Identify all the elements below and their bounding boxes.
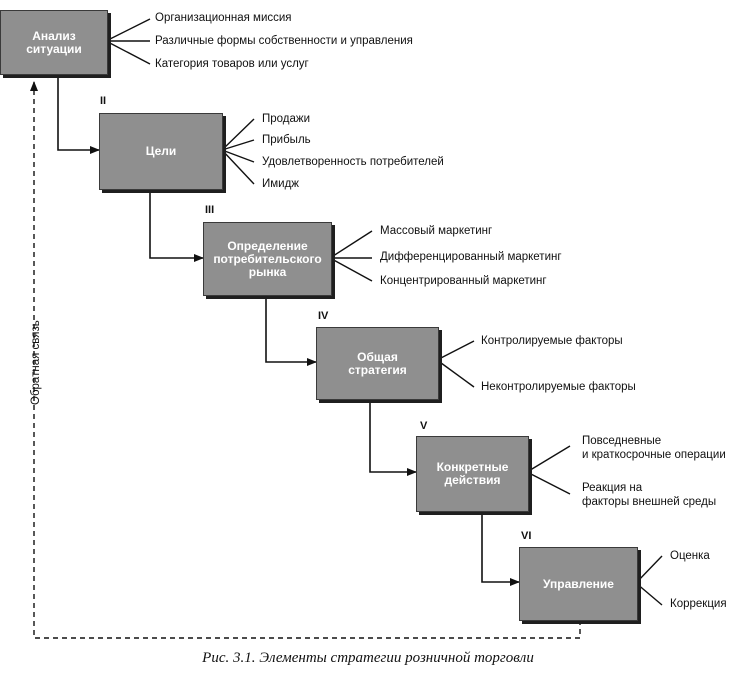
flow-arrow-1-2 bbox=[57, 73, 100, 154]
figure-caption: Рис. 3.1. Элементы стратегии розничной т… bbox=[202, 650, 534, 666]
feedback-label: Обратная связь bbox=[30, 320, 42, 405]
stage3-item-3: Концентрированный маркетинг bbox=[380, 275, 547, 287]
fan-lines-stage-2 bbox=[221, 118, 255, 185]
stage6-item-1: Оценка bbox=[670, 550, 710, 562]
fan-lines-stage-3 bbox=[329, 230, 373, 282]
stage4-item-2: Неконтролируемые факторы bbox=[481, 381, 636, 393]
stage3-item-2: Дифференцированный маркетинг bbox=[380, 251, 562, 263]
stage2-item-2: Прибыль bbox=[262, 134, 311, 146]
flow-arrow-3-4 bbox=[265, 295, 317, 366]
stage-box-actions: Конкретные действия bbox=[416, 436, 529, 512]
stage-box-strategy: Общая стратегия bbox=[316, 327, 439, 400]
stage6-item-2: Коррекция bbox=[670, 598, 727, 610]
flow-arrow-2-3 bbox=[149, 189, 204, 262]
stage2-number: II bbox=[100, 95, 107, 107]
stage4-item-1: Контролируемые факторы bbox=[481, 335, 623, 347]
stage2-item-3: Удовлетворенность потребителей bbox=[262, 156, 444, 168]
feedback-loop bbox=[30, 81, 581, 639]
flow-arrow-5-6 bbox=[481, 511, 520, 586]
fan-lines-stage-1 bbox=[105, 18, 151, 65]
stage5-item-2: Реакция на факторы внешней среды bbox=[582, 482, 717, 508]
flow-arrow-4-5 bbox=[369, 398, 417, 476]
fan-lines-stage-4 bbox=[436, 340, 475, 388]
fan-lines-stage-6 bbox=[635, 555, 663, 606]
stage5-item-1: Повседневные и краткосрочные операции bbox=[582, 435, 726, 461]
stage-box-goals: Цели bbox=[99, 113, 223, 190]
stage6-number: VI bbox=[521, 530, 532, 542]
stage1-item-3: Категория товаров или услуг bbox=[155, 58, 309, 70]
stage3-number: III bbox=[205, 204, 215, 216]
fan-lines-stage-5 bbox=[526, 445, 571, 495]
stage5-number: V bbox=[420, 420, 428, 432]
stage1-item-2: Различные формы собственности и управлен… bbox=[155, 35, 413, 47]
stage-box-market: Определение потребительского рынка bbox=[203, 222, 332, 296]
stage-box-control: Управление bbox=[519, 547, 638, 621]
stage-box-analysis: Анализ ситуации bbox=[0, 10, 108, 75]
stage2-item-4: Имидж bbox=[262, 178, 299, 190]
stage3-item-1: Массовый маркетинг bbox=[380, 225, 493, 237]
stage1-item-1: Организационная миссия bbox=[155, 12, 292, 24]
stage4-number: IV bbox=[318, 310, 329, 322]
stage2-item-1: Продажи bbox=[262, 113, 311, 125]
